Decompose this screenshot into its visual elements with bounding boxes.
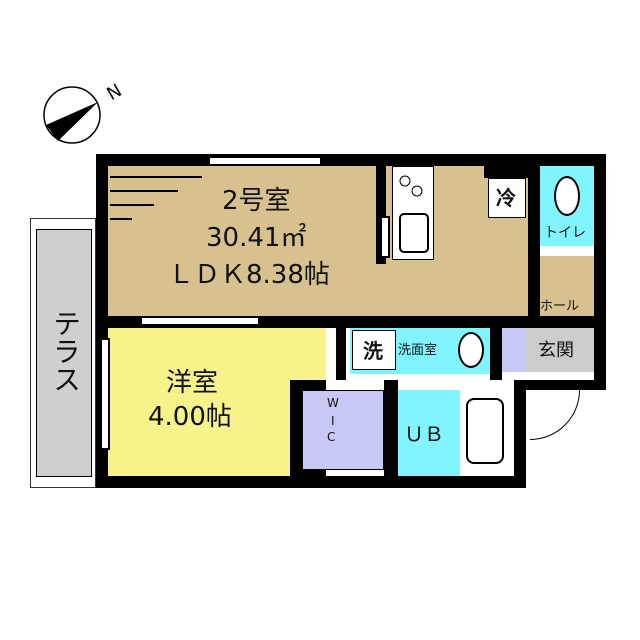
wic-w: W — [327, 396, 339, 410]
bathtub — [460, 390, 512, 476]
western-room-name: 洋室 — [166, 368, 219, 398]
fridge-label: 冷 — [496, 186, 516, 210]
kitchen-window[interactable] — [380, 216, 390, 258]
washroom-label: 洗面室 — [398, 343, 438, 358]
terrace: テラス — [30, 218, 96, 488]
sink-icon — [399, 213, 429, 253]
toilet: トイレ — [540, 166, 594, 246]
north-arrow-icon — [43, 86, 101, 144]
hall: ホール — [540, 256, 594, 316]
unit-area: 30.41㎡ — [206, 223, 307, 253]
basin-icon — [458, 332, 484, 368]
toilet-icon — [554, 176, 580, 216]
ldk-bottom-window[interactable] — [140, 316, 260, 326]
entrance: 玄関 — [526, 328, 594, 372]
unit-name: 2号室 — [222, 186, 291, 216]
washer: 洗 — [352, 330, 396, 370]
bath-room: ＵＢ — [398, 390, 460, 476]
ldk-size: ＬＤＫ8.38帖 — [168, 260, 330, 290]
entrance-door[interactable] — [530, 390, 580, 440]
fridge: 冷 — [488, 178, 526, 218]
western-side-window[interactable] — [100, 338, 110, 450]
entrance-shoebox — [502, 328, 526, 372]
wic: W I C — [302, 390, 384, 470]
washroom: 洗 洗面室 — [350, 328, 490, 374]
western-room-size: 4.00帖 — [148, 402, 232, 432]
stove-icon — [399, 175, 423, 197]
bath-label: ＵＢ — [404, 422, 444, 446]
compass: N — [40, 80, 130, 150]
ldk-top-window[interactable] — [208, 156, 322, 166]
wic-c: C — [327, 430, 336, 444]
ldk-room — [108, 166, 528, 316]
terrace-label: テラス — [49, 309, 82, 393]
wic-i: I — [331, 414, 335, 428]
western-room — [108, 328, 326, 476]
kitchen-counter — [392, 166, 434, 260]
